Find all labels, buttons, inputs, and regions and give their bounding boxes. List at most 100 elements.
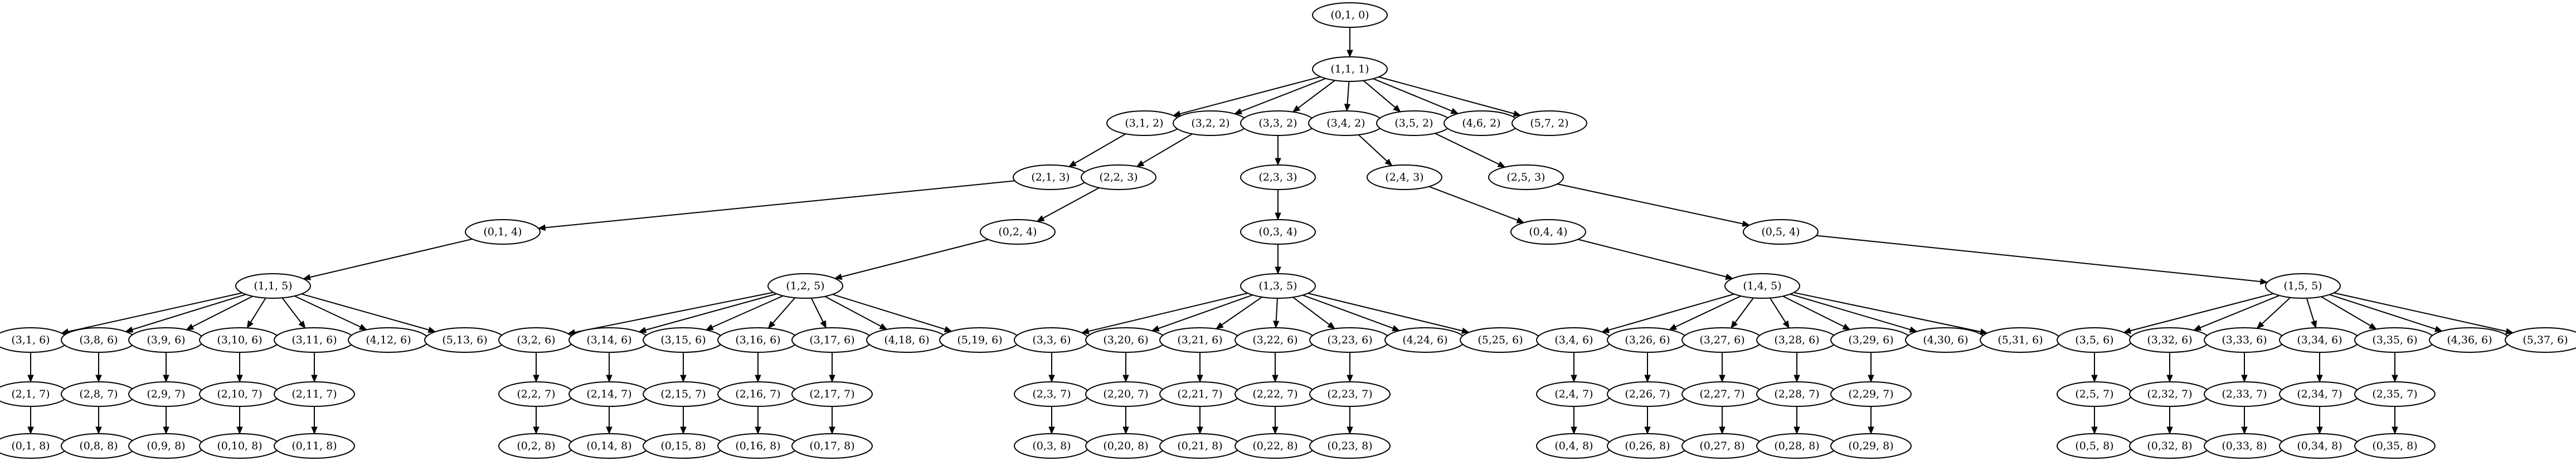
arrowhead-icon [2505, 328, 2514, 334]
arrowhead-icon [1122, 426, 1129, 435]
node-ellipse [1367, 164, 1442, 190]
tree-node: (0,1, 0) [1312, 2, 1388, 28]
arrowhead-icon [638, 327, 647, 333]
node-label: (0,22, 8) [1252, 440, 1297, 452]
node-ellipse [1743, 219, 1819, 245]
edge-line [132, 294, 246, 331]
node-label: (5,13, 6) [442, 334, 487, 346]
tree-node: (3,4, 2) [1308, 110, 1384, 136]
arrowhead-icon [1275, 266, 1281, 275]
arrowhead-icon [1571, 426, 1577, 435]
edge-line [1308, 293, 1463, 332]
tree-node: (0,35, 8) [2354, 433, 2436, 459]
tree-node: (0,5, 4) [1743, 219, 1819, 245]
node-label: (3,5, 6) [2075, 334, 2113, 346]
tree-node: (0,10, 8) [199, 433, 280, 459]
node-ellipse [767, 273, 843, 299]
edge-line [1816, 235, 2261, 283]
arrowhead-icon [2193, 324, 2202, 331]
edge-line [810, 298, 824, 322]
arrowhead-icon [358, 324, 367, 331]
node-label: (0,4, 8) [1554, 440, 1593, 452]
tree-node: (0,22, 8) [1234, 433, 1316, 459]
node-label: (2,21, 7) [1177, 388, 1222, 400]
arrowhead-icon [1571, 375, 1577, 383]
node-label: (3,16, 6) [735, 334, 780, 346]
edge-line [1179, 76, 1321, 115]
arrowhead-icon [1513, 110, 1522, 117]
tree-node: (0,9, 8) [128, 433, 204, 459]
arrowhead-icon [2166, 375, 2173, 383]
arrowhead-icon [95, 426, 102, 435]
node-label: (0,34, 8) [2297, 440, 2342, 452]
tree-node: (4,18, 6) [866, 327, 947, 353]
arrowhead-icon [303, 274, 311, 280]
node-label: (2,17, 7) [809, 388, 854, 400]
arrowhead-icon [1122, 375, 1129, 383]
tree-node: (0,17, 8) [791, 433, 873, 459]
node-label: (0,28, 8) [1774, 440, 1819, 452]
arrowhead-icon [1392, 325, 1401, 332]
tree-node: (3,33, 6) [2204, 327, 2285, 353]
node-label: (0,15, 8) [660, 440, 706, 452]
edge-line [832, 294, 946, 330]
node-ellipse [235, 273, 311, 299]
arrowhead-icon [186, 323, 195, 331]
node-label: (1,1, 5) [254, 280, 292, 292]
arrowhead-icon [1497, 161, 1506, 168]
arrowhead-icon [1644, 426, 1651, 435]
tree-node: (0,3, 4) [1240, 219, 1316, 245]
tree-node: (0,34, 8) [2279, 433, 2360, 459]
node-label: (2,15, 7) [660, 388, 706, 400]
tree-node: (2,27, 7) [1681, 381, 1763, 407]
tree-node: (2,28, 7) [1756, 381, 1838, 407]
arrowhead-icon [533, 375, 539, 383]
arrowhead-icon [236, 375, 243, 383]
node-label: (0,10, 8) [217, 440, 262, 452]
tree-node: (3,28, 6) [1756, 327, 1838, 353]
edge-line [1142, 133, 1193, 164]
edge-line [250, 298, 266, 323]
tree-node: (3,2, 6) [498, 327, 574, 353]
edge-line [1769, 297, 1786, 323]
tree-node: (1,5, 5) [2265, 273, 2341, 299]
node-ellipse [1312, 2, 1388, 28]
edge-line [2334, 292, 2507, 332]
arrowhead-icon [95, 375, 102, 383]
tree-node: (2,4, 3) [1367, 164, 1442, 190]
edge-line [2130, 293, 2274, 332]
arrowhead-icon [2091, 375, 2098, 383]
node-label: (3,15, 6) [660, 334, 706, 346]
node-label: (2,5, 3) [1506, 171, 1545, 183]
node-label: (0,11, 8) [291, 440, 337, 452]
node-label: (3,34, 6) [2297, 334, 2342, 346]
arrowhead-icon [1048, 375, 1055, 383]
tree-node: (3,10, 6) [199, 327, 280, 353]
tree-node: (2,4, 7) [1536, 381, 1612, 407]
tree-node: (5,31, 6) [1980, 327, 2061, 353]
node-label: (2,5, 7) [2075, 388, 2113, 400]
node-label: (5,19, 6) [957, 334, 1002, 346]
arrowhead-icon [1719, 375, 1726, 383]
node-ellipse [1240, 164, 1316, 190]
arrowhead-icon [163, 375, 169, 383]
tree-node: (5,7, 2) [1511, 110, 1587, 136]
arrowhead-icon [606, 375, 613, 383]
node-label: (0,1, 0) [1330, 9, 1369, 21]
edge-line [841, 239, 989, 278]
node-label: (3,21, 6) [1177, 334, 1222, 346]
arrowhead-icon [1347, 426, 1353, 435]
tree-node: (0,3, 8) [1014, 433, 1090, 459]
arrowhead-icon [834, 273, 843, 280]
arrowhead-icon [27, 426, 34, 435]
arrowhead-icon [1347, 50, 1353, 58]
node-ellipse [274, 433, 355, 459]
node-label: (2,4, 7) [1554, 388, 1593, 400]
node-label: (2,35, 7) [2372, 388, 2417, 400]
tree-node: (3,20, 6) [1085, 327, 1167, 353]
node-label: (3,4, 6) [1554, 334, 1593, 346]
tree-node: (0,33, 8) [2204, 433, 2285, 459]
tree-node: (0,1, 8) [0, 433, 69, 459]
node-label: (3,9, 6) [147, 334, 185, 346]
arrowhead-icon [1197, 375, 1203, 383]
